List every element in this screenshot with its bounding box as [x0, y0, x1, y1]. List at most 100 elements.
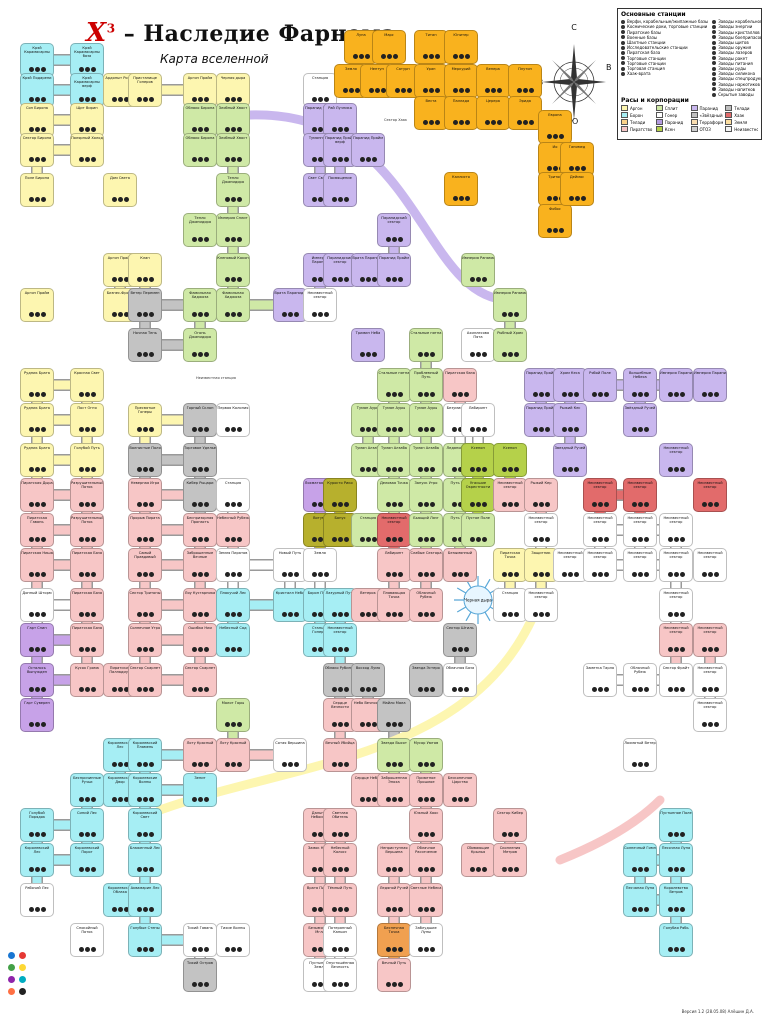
sector-boron[interactable]: Небесный Сад	[216, 623, 250, 657]
sector-pirate[interactable]: Пиратская Ниша	[20, 548, 54, 582]
sector-argon[interactable]: Полярный Холод	[70, 133, 104, 167]
sector-khaak[interactable]: Неизвестный сектор	[583, 478, 617, 512]
sector-terran[interactable]: Европа	[538, 110, 572, 144]
sector-terran[interactable]: Эрида	[508, 96, 542, 130]
sector-split[interactable]: Облако Бирона	[183, 103, 217, 137]
sector-pirate[interactable]: Ледяной Ручей	[377, 883, 411, 917]
sector-boron[interactable]: Кристалл Неба	[273, 588, 307, 622]
sector-boron[interactable]: Королевский Свет	[128, 808, 162, 842]
sector-split[interactable]: Фамильная Хиджоза	[183, 288, 217, 322]
sector-paranid[interactable]: Паранид Прайм	[351, 133, 385, 167]
sector-terran[interactable]: Юпитер	[444, 30, 478, 64]
sector-pirate[interactable]: Беспризорная Пропасть	[183, 513, 217, 547]
sector-pirate[interactable]: Разрушительный Поток	[70, 513, 104, 547]
sector-split[interactable]: Рыбный Храм	[493, 328, 527, 362]
sector-argon[interactable]: Сектор Бирона	[20, 133, 54, 167]
sector-pirate[interactable]: Пиратская Гавань	[20, 513, 54, 547]
sector-pirate[interactable]: Пиратская База	[70, 623, 104, 657]
sector-argon[interactable]: Аргон Прайм	[20, 288, 54, 322]
sector-pirate[interactable]: Прорыв Пирата	[128, 513, 162, 547]
sector-unknown[interactable]: Заблудшие Луны	[409, 923, 443, 957]
sector-split[interactable]: Туман Ауры	[409, 403, 443, 437]
sector-pirate[interactable]: Облачный Рубеж	[409, 588, 443, 622]
sector-argon[interactable]: Пресвятые Гонеры	[128, 403, 162, 437]
sector-boron[interactable]: Крэй Подарени	[20, 73, 54, 107]
sector-argon[interactable]: Клан	[128, 253, 162, 287]
sector-unknown[interactable]: Лабиринт	[461, 403, 495, 437]
sector-xenon[interactable]: Ксенон	[461, 443, 495, 477]
sector-unknown[interactable]: Тихие Волны	[216, 923, 250, 957]
sector-unknown[interactable]: Потерянный Каньон	[323, 923, 357, 957]
sector-pirate[interactable]: Сектор Кибер	[493, 808, 527, 842]
sector-split[interactable]: Империя Ранама	[461, 253, 495, 287]
sector-unknown[interactable]: Ахиллесова Пята	[461, 328, 495, 362]
sector-terran[interactable]: Церера	[476, 96, 510, 130]
sector-teladi[interactable]: Торговое Уделье	[183, 443, 217, 477]
sector-split[interactable]: Тепло Джанидора	[183, 213, 217, 247]
sector-unknown[interactable]: Станция	[216, 478, 250, 512]
sector-pirate[interactable]: Сектор Скарлет	[183, 663, 217, 697]
sector-unknown[interactable]: Неизвестный сектор	[659, 513, 693, 547]
sector-pirate[interactable]: Пиратская База	[70, 588, 104, 622]
sector-pirate[interactable]: Небесный Колосс	[323, 843, 357, 877]
sector-boron[interactable]: Королевский Порог	[70, 843, 104, 877]
sector-unknown[interactable]: Земля Пиратов	[216, 548, 250, 582]
sector-pirate[interactable]: Неизвестный сектор	[693, 623, 727, 657]
sector-split[interactable]: Туман Алзаба	[409, 443, 443, 477]
sector-split[interactable]: Звезда Высот	[377, 738, 411, 772]
sector-boron[interactable]: Голубой Порядок	[20, 808, 54, 842]
sector-pirate[interactable]: Скопления Метров	[493, 843, 527, 877]
sector-unknown[interactable]: Неизвестный сектор	[303, 288, 337, 322]
sector-boron[interactable]: Голубая Рябь	[659, 923, 693, 957]
sector-paranid[interactable]: Паранид Прайм	[377, 253, 411, 287]
sector-split[interactable]: Проблемный Путь	[409, 368, 443, 402]
sector-paranid[interactable]: Неизвестный сектор	[659, 443, 693, 477]
sector-paranid[interactable]: Звёздный Ручей	[623, 403, 657, 437]
sector-pirate[interactable]: Неизвестный сектор	[493, 478, 527, 512]
sector-split[interactable]: Стальные пятна	[377, 368, 411, 402]
sector-unknown[interactable]: Опустошённая Вечность	[323, 958, 357, 992]
sector-xenon[interactable]: Угасшие Окрестности	[461, 478, 495, 512]
sector-unknown[interactable]: Неизвестный сектор	[623, 513, 657, 547]
sector-pirate[interactable]: Небесный Рубеж	[216, 513, 250, 547]
black-hole-icon[interactable]: Черная дыра	[454, 576, 502, 624]
sector-terran[interactable]: Марс	[372, 30, 406, 64]
sector-teladi[interactable]: Сектор Штиль	[443, 623, 477, 657]
sector-unknown[interactable]: Неизвестный сектор	[583, 548, 617, 582]
sector-pirate[interactable]: Сектор Скарлет	[128, 663, 162, 697]
sector-pirate[interactable]: Вечный Убийца	[323, 738, 357, 772]
sector-unknown[interactable]: Неизвестный сектор	[659, 588, 693, 622]
sector-argon[interactable]: Дом Света	[103, 173, 137, 207]
sector-unknown[interactable]: Новый Путь	[273, 548, 307, 582]
sector-pirate[interactable]: Заброшенные Вечные	[183, 548, 217, 582]
sector-pirate[interactable]: Пиратская База	[70, 548, 104, 582]
sector-pirate[interactable]: Светлая Обитель	[323, 808, 357, 842]
sector-split[interactable]: Туман Ауры	[377, 403, 411, 437]
sector-split[interactable]: Облако Бирона	[183, 133, 217, 167]
sector-unknown[interactable]: Донный Шторм	[20, 588, 54, 622]
sector-pirate[interactable]: Светлые Небеса	[409, 883, 443, 917]
sector-pirate[interactable]: Сбивающие Крылья	[461, 843, 495, 877]
sector-pirate[interactable]: Пиратская база	[443, 368, 477, 402]
sector-unknown[interactable]: Неизвестный сектор	[524, 513, 558, 547]
sector-paranid[interactable]: Звездный Ручей	[553, 443, 587, 477]
sector-khaak[interactable]: Неизвестный сектор	[377, 513, 411, 547]
sector-pirate[interactable]: Плавающая Точка	[377, 588, 411, 622]
sector-terran[interactable]: Фобос	[538, 204, 572, 238]
sector-terran[interactable]: Венера	[476, 64, 510, 98]
sector-boron[interactable]: Королевский Лес	[20, 843, 54, 877]
sector-unknown[interactable]: Неизвестный сектор	[693, 663, 727, 697]
sector-pirate[interactable]: Самый Правдивый	[128, 548, 162, 582]
sector-pirate[interactable]: Кусок Грома	[70, 663, 104, 697]
sector-pirate[interactable]: Приютное Прошлое	[409, 773, 443, 807]
sector-pirate[interactable]: Лабиринт	[377, 548, 411, 582]
sector-boron[interactable]: Неизвестный сектор	[323, 623, 357, 657]
sector-unknown[interactable]: Неизвестный сектор	[583, 513, 617, 547]
sector-pirate[interactable]: Разрушительный Поток	[70, 478, 104, 512]
sector-paranid[interactable]: Храм Кеса	[553, 368, 587, 402]
sector-unknown[interactable]: Тихий Гавань	[183, 923, 217, 957]
sector-boron[interactable]: Песчаная Луна	[623, 883, 657, 917]
sector-khaak[interactable]: Неизвестный сектор	[693, 478, 727, 512]
sector-pirate[interactable]: Пиратская Дыра	[20, 478, 54, 512]
sector-unknown[interactable]: Земля	[303, 548, 337, 582]
